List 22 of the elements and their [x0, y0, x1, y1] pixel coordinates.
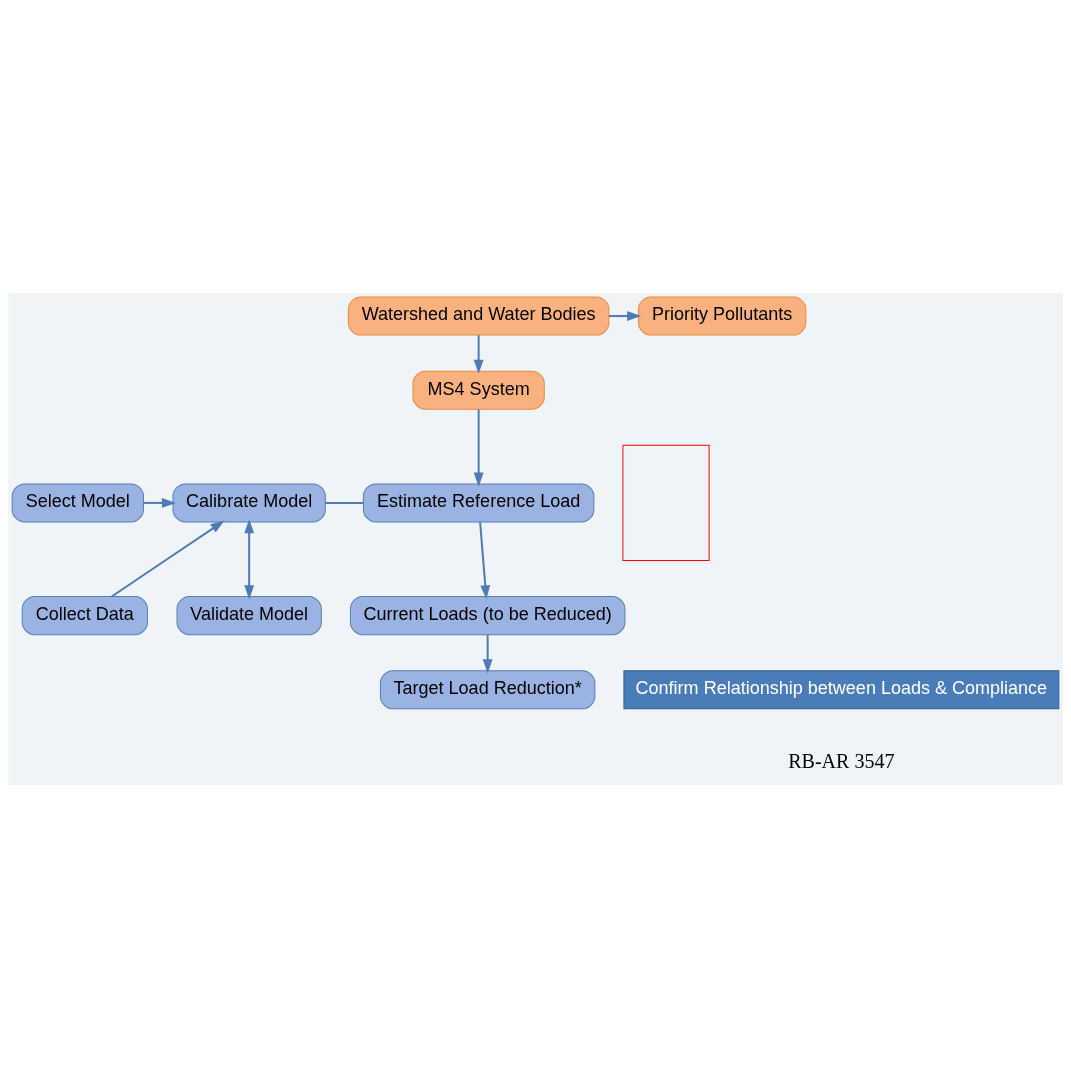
node-box: Collect Data — [21, 595, 148, 635]
node-box: Estimate Reference Load — [362, 482, 595, 522]
node-box: Current Loads (to be Reduced) — [349, 595, 626, 635]
arrow — [607, 310, 642, 321]
node-box — [622, 444, 710, 561]
arrow — [142, 497, 176, 508]
node-box: Select Model — [11, 482, 144, 522]
arrow — [479, 520, 491, 599]
label: RB-AR 3547 — [788, 749, 895, 772]
node-box: Validate Model — [176, 595, 322, 635]
arrow — [482, 633, 493, 673]
node-box: Calibrate Model — [172, 482, 326, 522]
node-box: Watershed and Water Bodies — [347, 296, 610, 336]
node-box: Priority Pollutants — [637, 296, 807, 336]
node-box: MS4 System — [412, 370, 545, 410]
arrow — [244, 518, 255, 599]
connector — [324, 501, 365, 504]
node-box: Target Load Reduction* — [379, 669, 596, 709]
arrow — [473, 408, 484, 487]
node-box: Confirm Relationship between Loads & Compliance — [623, 669, 1060, 709]
arrow — [473, 333, 484, 374]
arrow — [110, 520, 225, 598]
